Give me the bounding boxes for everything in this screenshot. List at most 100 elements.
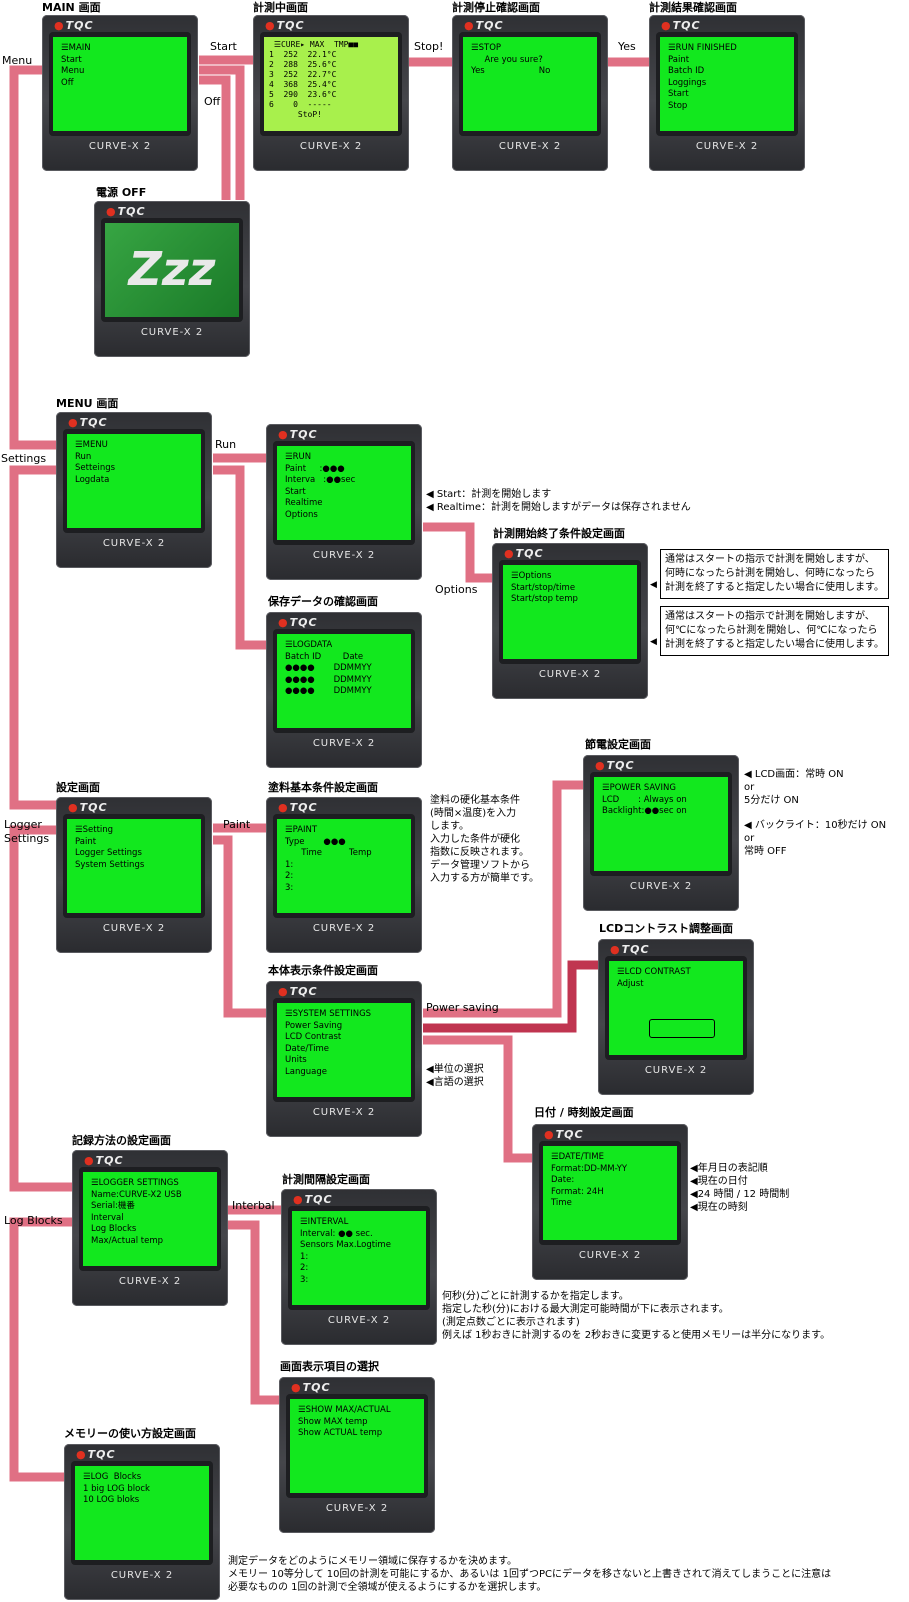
screen-title-datetime: 日付 / 時刻設定画面 xyxy=(534,1106,634,1119)
device-brand: CURVE-X 2 xyxy=(88,141,152,152)
device-brand: CURVE-X 2 xyxy=(538,669,602,680)
device-brand: CURVE-X 2 xyxy=(325,1503,389,1514)
edge-label-paint: Paint xyxy=(223,818,251,831)
device-brand: CURVE-X 2 xyxy=(498,141,562,152)
lcd-stop: ☰STOP Are you sure?Yes No xyxy=(463,37,597,131)
screen-title-logdata: 保存データの確認画面 xyxy=(268,595,378,608)
note-interval: 何秒(分)ごとに計測するかを指定します。指定した秒(分)における最大測定可能時間… xyxy=(442,1291,831,1341)
arrow-options-time: ◀ xyxy=(650,580,657,590)
tqc-logo: ●TQC xyxy=(278,616,318,629)
screen-title-measuring: 計測中画面 xyxy=(253,1,308,14)
device-brand: CURVE-X 2 xyxy=(578,1250,642,1261)
tqc-logo: ●TQC xyxy=(293,1193,333,1206)
device-brand: CURVE-X 2 xyxy=(118,1276,182,1287)
contrast-adjust-bar[interactable] xyxy=(649,1019,715,1038)
edge-label-menu: Menu xyxy=(2,54,33,67)
device-brand: CURVE-X 2 xyxy=(110,1570,174,1581)
tqc-logo: ●TQC xyxy=(595,759,635,772)
device-brand: CURVE-X 2 xyxy=(102,538,166,549)
note-power-lcd: ◀ LCD画面：常時 ON or 5分だけ ON xyxy=(744,769,844,806)
note-power-backlight: ◀ バックライト：10秒だけ ON or 常時 OFF xyxy=(744,820,887,857)
note-paint: 塗料の硬化基本条件(時間×温度)を入力します。入力した条件が硬化指数に反映されま… xyxy=(430,795,539,884)
screen-title-setting: 設定画面 xyxy=(56,781,100,794)
tqc-logo: ●TQC xyxy=(464,19,504,32)
device-brand: CURVE-X 2 xyxy=(327,1315,391,1326)
screen-title-system: 本体表示条件設定画面 xyxy=(268,964,378,977)
screen-title-off: 電源 OFF xyxy=(96,186,147,199)
device-brand: CURVE-X 2 xyxy=(312,923,376,934)
edge-label-stop: Stop! xyxy=(414,40,444,53)
tqc-logo: ●TQC xyxy=(76,1448,116,1461)
screen-title-main: MAIN 画面 xyxy=(42,1,101,14)
screen-title-stop: 計測停止確認画面 xyxy=(452,1,540,14)
device-brand: CURVE-X 2 xyxy=(695,141,759,152)
screen-title-showmax: 画面表示項目の選択 xyxy=(280,1360,379,1373)
edge-label-interbal: Interbal xyxy=(232,1199,275,1212)
tqc-logo: ●TQC xyxy=(278,985,318,998)
tqc-logo: ●TQC xyxy=(544,1128,584,1141)
device-brand: CURVE-X 2 xyxy=(102,923,166,934)
edge-label-logger-settings: Settings xyxy=(4,832,50,845)
note-options-time: 通常はスタートの指示で計測を開始しますが、何時になったら計測を開始し、何時になっ… xyxy=(660,549,889,599)
edge-label-settings: Settings xyxy=(1,452,47,465)
note-system: ◀単位の選択◀言語の選択 xyxy=(426,1064,484,1088)
tqc-logo: ●TQC xyxy=(84,1154,124,1167)
edge-label-log-blocks: Log Blocks xyxy=(4,1214,63,1227)
device-brand: CURVE-X 2 xyxy=(140,327,204,338)
tqc-logo: ●TQC xyxy=(291,1381,331,1394)
tqc-logo: ●TQC xyxy=(68,801,108,814)
device-brand: CURVE-X 2 xyxy=(644,1065,708,1076)
device-brand: CURVE-X 2 xyxy=(312,738,376,749)
tqc-logo: ●TQC xyxy=(265,19,305,32)
device-brand: CURVE-X 2 xyxy=(629,881,693,892)
edge-label-start: Start xyxy=(210,40,237,53)
tqc-logo: ●TQC xyxy=(610,943,650,956)
screen-title-finished: 計測結果確認画面 xyxy=(649,1,737,14)
screen-title-menu: MENU 画面 xyxy=(56,397,119,410)
device-brand: CURVE-X 2 xyxy=(312,550,376,561)
tqc-logo: ●TQC xyxy=(278,428,318,441)
screen-title-paint: 塗料基本条件設定画面 xyxy=(268,781,378,794)
screen-title-logblocks: メモリーの使い方設定画面 xyxy=(64,1427,196,1440)
tqc-logo: ●TQC xyxy=(106,205,146,218)
note-logblocks: 測定データをどのようにメモリー領域に保存するかを決めます。メモリー 10等分して… xyxy=(228,1556,832,1593)
device-off[interactable]: ●TQC Zzz CURVE-X 2 xyxy=(94,201,250,357)
screen-title-options: 計測開始終了条件設定画面 xyxy=(493,527,625,540)
edge-label-logger: Logger xyxy=(4,818,42,831)
device-stop[interactable]: ●TQC ☰STOP Are you sure?Yes No CURVE-X 2 xyxy=(452,15,608,171)
note-run: ◀ Start：計測を開始します◀ Realtime：計測を開始しますがデータは… xyxy=(426,489,691,513)
screen-title-power: 節電設定画面 xyxy=(585,738,651,751)
